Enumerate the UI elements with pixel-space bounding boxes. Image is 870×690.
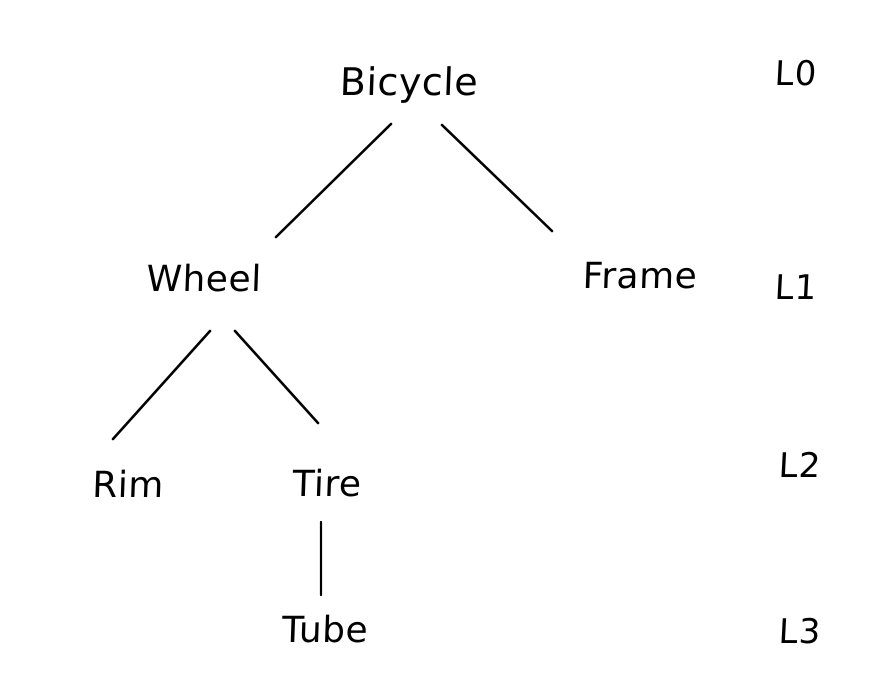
level-label-l0: L0 [773, 54, 819, 94]
node-bicycle: Bicycle [339, 60, 479, 104]
node-rim: Rim [91, 465, 165, 506]
edge-bicycle-frame [440, 123, 554, 233]
node-wheel: Wheel [145, 259, 263, 300]
node-tube: Tube [281, 610, 369, 651]
edge-wheel-tire [233, 329, 320, 425]
node-tire: Tire [291, 464, 363, 505]
level-label-l2: L2 [777, 446, 823, 486]
node-frame: Frame [581, 256, 699, 297]
level-label-l1: L1 [773, 268, 819, 308]
edge-bicycle-wheel [274, 122, 393, 239]
edge-wheel-rim [111, 329, 212, 441]
level-label-l3: L3 [777, 612, 823, 652]
